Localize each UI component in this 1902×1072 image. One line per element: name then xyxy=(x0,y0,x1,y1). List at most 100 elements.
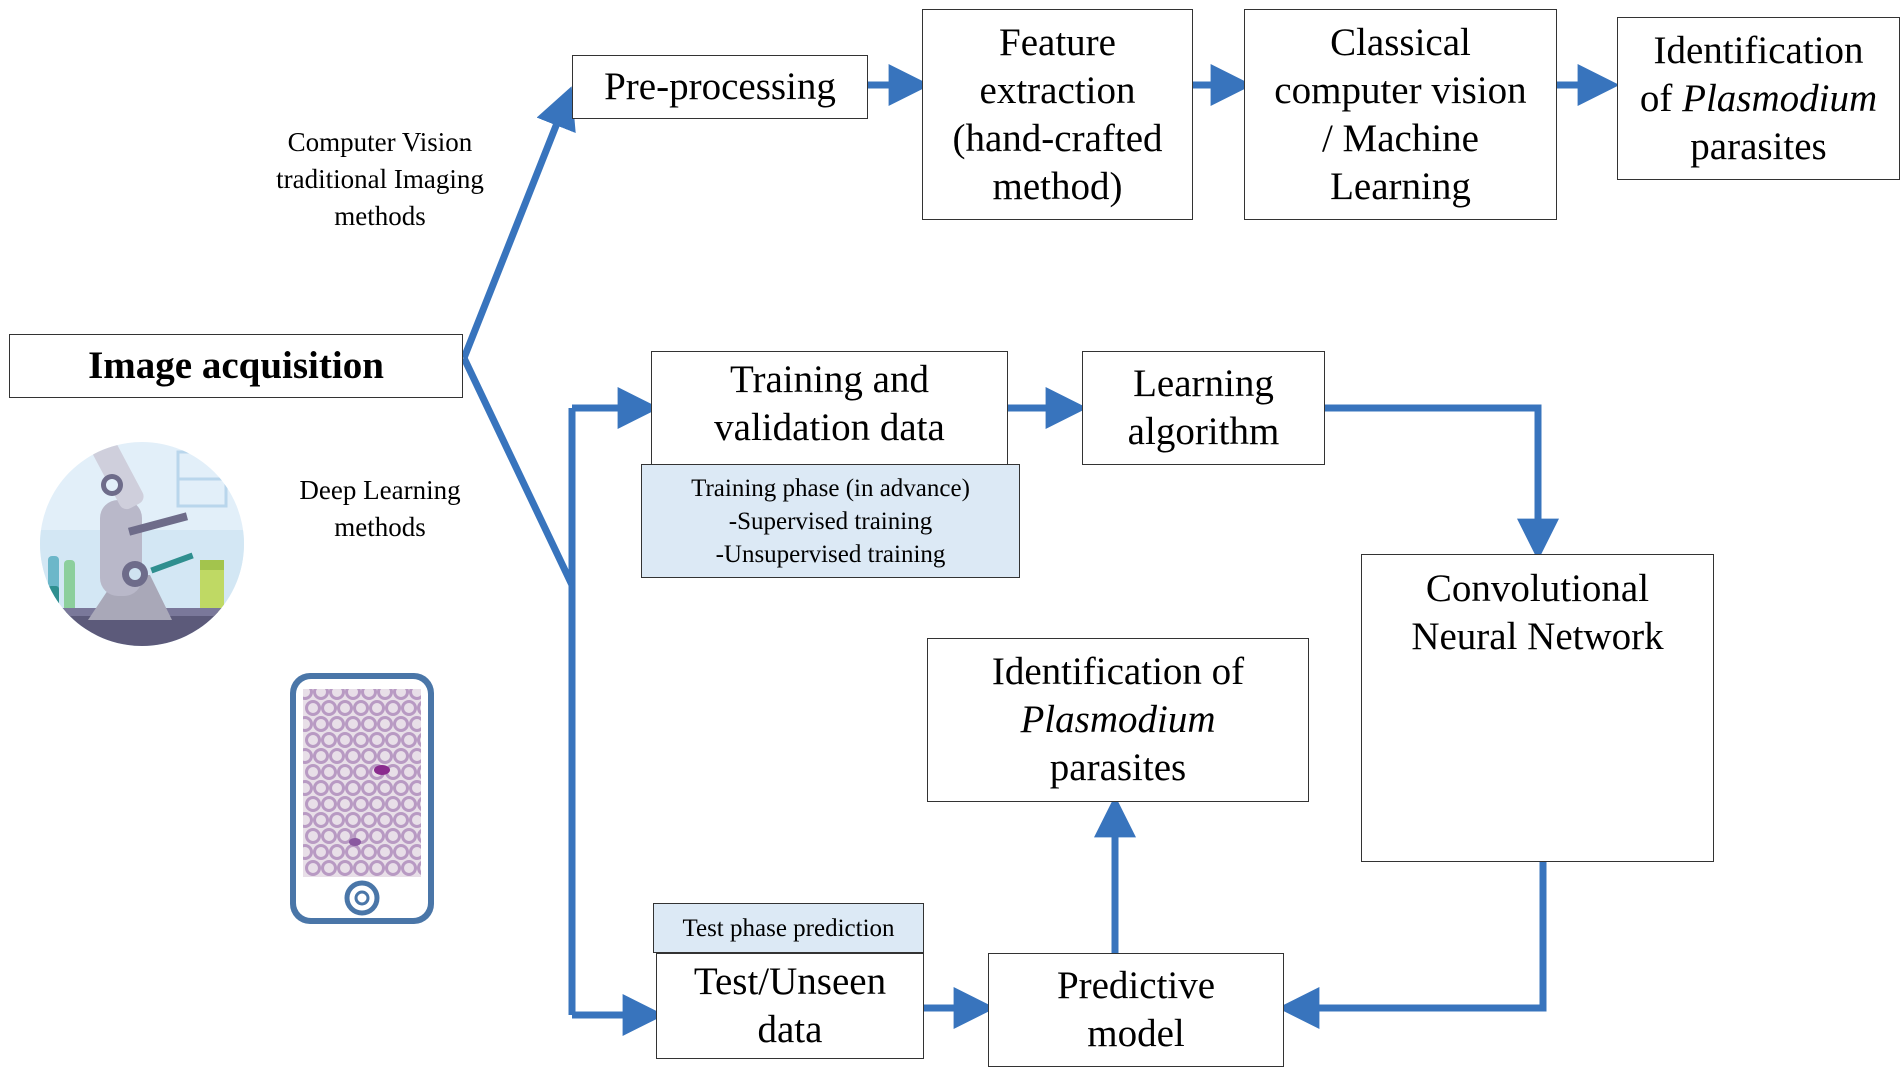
blood-cell xyxy=(417,733,421,747)
learning-algorithm-label: Learning algorithm xyxy=(1127,362,1280,453)
blood-cell xyxy=(329,812,345,828)
blood-cell xyxy=(409,689,421,700)
microscope-icon xyxy=(40,442,244,646)
blood-cell xyxy=(329,844,345,860)
blood-cell xyxy=(305,860,321,876)
blood-cell xyxy=(377,844,393,860)
identification-deep-label: Identification of Plasmodium parasites xyxy=(991,650,1245,789)
blood-cell xyxy=(313,812,329,828)
blood-cell xyxy=(393,716,409,732)
blood-cell xyxy=(353,764,369,780)
blood-cell xyxy=(401,796,417,812)
blood-cell xyxy=(361,689,377,700)
training-data-box: Training and validation data xyxy=(651,351,1008,468)
test-phase-box: Test phase prediction xyxy=(653,903,924,953)
blood-cell xyxy=(303,748,313,764)
training-phase-box: Training phase (in advance) -Supervised … xyxy=(641,464,1020,578)
blood-cell xyxy=(393,748,409,764)
blood-cell xyxy=(409,716,421,732)
blood-cell xyxy=(305,796,321,812)
blood-cell xyxy=(361,716,377,732)
blood-cell xyxy=(329,780,345,796)
image-acquisition-label: Image acquisition xyxy=(88,344,384,387)
blood-cell xyxy=(305,732,321,748)
blood-cell xyxy=(345,780,361,796)
blood-cell xyxy=(409,812,421,828)
blood-cell xyxy=(321,796,337,812)
blood-cell xyxy=(401,764,417,780)
blood-cell xyxy=(305,828,321,844)
blood-cell xyxy=(393,812,409,828)
blood-cell xyxy=(385,732,401,748)
blood-cell xyxy=(417,701,421,715)
blood-cell xyxy=(385,860,401,876)
blood-cell xyxy=(393,780,409,796)
blood-cell xyxy=(313,689,329,700)
blood-cell xyxy=(377,780,393,796)
blood-cell xyxy=(337,700,353,716)
blood-cell xyxy=(313,780,329,796)
blood-cell xyxy=(353,796,369,812)
blood-cell xyxy=(361,780,377,796)
blood-cell xyxy=(369,860,385,876)
test-data-label: Test/Unseen data xyxy=(693,960,887,1051)
image-acquisition-box: Image acquisition xyxy=(9,334,463,398)
blood-cell xyxy=(377,812,393,828)
deep-learning-methods-label: Deep Learning methods xyxy=(299,475,461,542)
blood-cell xyxy=(313,844,329,860)
smartphone-blood-smear-icon xyxy=(290,673,434,924)
preprocessing-box: Pre-processing xyxy=(572,55,868,119)
blood-cell xyxy=(345,748,361,764)
blood-cell xyxy=(321,732,337,748)
blood-cell xyxy=(313,716,329,732)
blood-cell xyxy=(337,796,353,812)
training-data-label: Training and validation data xyxy=(714,357,945,449)
test-phase-label: Test phase prediction xyxy=(682,914,895,942)
feature-extraction-label: Feature extraction (hand-crafted method) xyxy=(952,20,1163,208)
blood-cell xyxy=(353,700,369,716)
blood-cell xyxy=(303,780,313,796)
blood-cell xyxy=(321,860,337,876)
blood-cell xyxy=(369,700,385,716)
blood-cell xyxy=(369,732,385,748)
training-phase-label: Training phase (in advance) -Supervised … xyxy=(691,474,970,568)
blood-cell xyxy=(409,780,421,796)
blood-cell xyxy=(417,829,421,843)
blood-cell xyxy=(361,748,377,764)
blood-cell xyxy=(377,716,393,732)
test-data-box: Test/Unseen data xyxy=(656,953,924,1059)
feature-extraction-box: Feature extraction (hand-crafted method) xyxy=(922,9,1193,220)
blood-cell xyxy=(353,860,369,876)
blood-cell xyxy=(303,689,313,700)
predictive-model-box: Predictive model xyxy=(988,953,1284,1067)
blood-cell xyxy=(321,700,337,716)
blood-cell xyxy=(329,716,345,732)
identification-deep-box: Identification of Plasmodium parasites xyxy=(927,638,1309,802)
blood-cell xyxy=(305,764,321,780)
blood-cell xyxy=(337,732,353,748)
blood-cell xyxy=(361,812,377,828)
blood-cell xyxy=(385,796,401,812)
blood-cell xyxy=(385,828,401,844)
blood-cell xyxy=(313,748,329,764)
cnn-box: Convolutional Neural Network xyxy=(1361,554,1714,862)
blood-cell xyxy=(345,716,361,732)
connector-arrows xyxy=(460,64,1620,1036)
blood-cell xyxy=(385,700,401,716)
identification-top-label: Identification of Plasmodium parasites xyxy=(1639,28,1878,168)
arrow-learning-to-cnn xyxy=(1325,404,1559,561)
arrow-to-deep-branch xyxy=(460,356,576,587)
blood-cell xyxy=(321,828,337,844)
traditional-methods-label: Computer Vision traditional Imaging meth… xyxy=(276,127,484,231)
predictive-model-label: Predictive model xyxy=(1056,964,1216,1055)
blood-cell xyxy=(305,700,321,716)
blood-cell xyxy=(401,860,417,876)
cnn-label: Convolutional Neural Network xyxy=(1411,567,1664,658)
blood-cell xyxy=(409,748,421,764)
blood-cell xyxy=(401,828,417,844)
identification-top-box: Identification of Plasmodium parasites xyxy=(1617,17,1900,180)
blood-cell xyxy=(401,732,417,748)
learning-algorithm-box: Learning algorithm xyxy=(1082,351,1325,465)
blood-cell xyxy=(393,689,409,700)
blood-cell xyxy=(369,796,385,812)
